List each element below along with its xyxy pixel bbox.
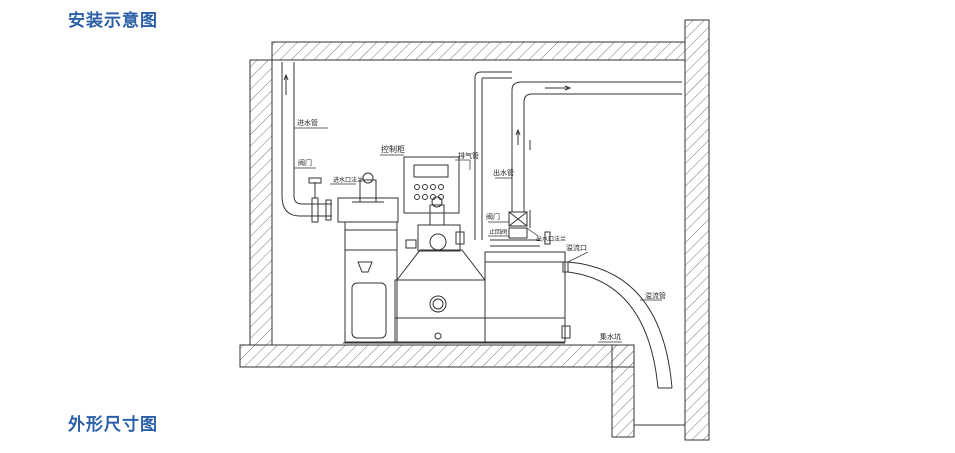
diagram-labels: 进水管 阀门 进水口法兰 控制柜 排气管 出水管 阀门 止回阀 出水口法兰 溢流…: [297, 118, 666, 341]
leader-lines: [294, 127, 662, 343]
overflow-pipe: [562, 261, 673, 389]
building-structure: [239, 19, 710, 441]
right-wall: [684, 19, 710, 441]
vent-pipe: [474, 71, 512, 240]
right-valve: [508, 210, 531, 228]
right-tank: [484, 251, 571, 343]
check-valve: [490, 227, 551, 247]
label-inlet-flange: 进水口法兰: [333, 176, 363, 184]
inlet-pipe: [281, 62, 332, 217]
left-tank: [337, 197, 399, 343]
outlet-pipe: [511, 81, 682, 212]
left-wall: [249, 59, 273, 346]
label-vent-pipe: 排气管: [458, 151, 479, 160]
ceiling: [271, 41, 686, 61]
label-control-cabinet: 控制柜: [381, 144, 405, 154]
center-tank: [394, 196, 486, 343]
label-valve-left: 阀门: [298, 158, 312, 167]
label-valve-right: 阀门: [486, 212, 500, 221]
label-overflow-port: 溢流口: [566, 243, 587, 252]
label-sump-pit: 集水坑: [600, 332, 621, 341]
installation-diagram-heading: 安装示意图: [68, 11, 158, 31]
label-outlet-flange: 出水口法兰: [536, 235, 566, 243]
label-check-valve: 止回阀: [489, 228, 507, 236]
label-outlet-pipe: 出水管: [493, 168, 514, 177]
control-cabinet: [403, 156, 460, 214]
left-pump-motor: [352, 172, 384, 203]
label-inlet-pipe: 进水管: [297, 118, 318, 127]
dimensions-diagram-heading: 外形尺寸图: [68, 415, 158, 435]
floor-slab: [239, 344, 635, 368]
pit-left-wall: [611, 344, 635, 438]
left-valve: [308, 177, 332, 223]
label-overflow-pipe: 溢流管: [645, 291, 666, 300]
